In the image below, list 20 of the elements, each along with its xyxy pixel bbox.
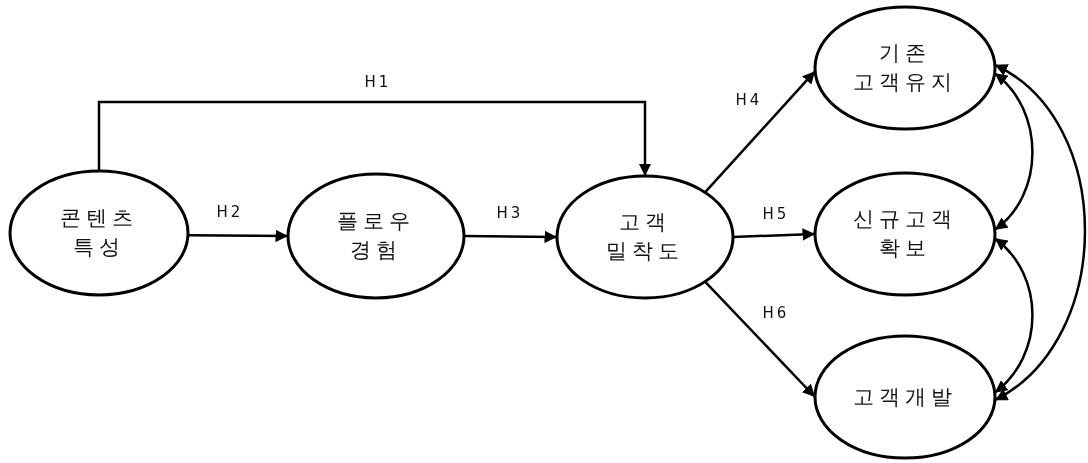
ellipse-node [286,172,466,300]
arrow [704,280,816,398]
ellipse-node [8,169,190,297]
arrow [993,237,1034,394]
arrow [704,70,817,194]
ellipse-node [813,334,997,460]
ellipse-node [813,171,997,297]
node-label: 신규고객 확보 [853,206,957,262]
node-label: 플로우 경험 [337,208,415,264]
node-label: 고객 밀착도 [606,209,684,265]
arrow [994,63,1087,402]
node-label: 콘텐츠 특성 [60,205,138,261]
arrow [464,230,557,244]
ellipse-node [555,174,735,300]
node-label: 고객개발 [853,383,957,411]
arrow [993,72,1034,231]
arrow [187,229,288,243]
arrow [97,100,652,176]
ellipse-node [813,5,997,131]
node-label: 기존 고객유지 [853,40,957,96]
